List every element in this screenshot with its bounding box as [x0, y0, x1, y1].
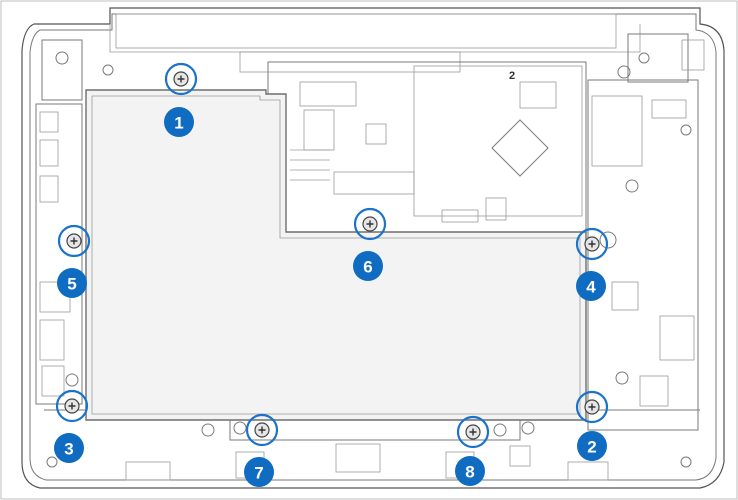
- right-side-structures: [587, 79, 699, 431]
- screw-highlight-ring-5: [57, 224, 91, 258]
- callout-label-7: 7: [254, 464, 263, 483]
- callout-badge-7: [244, 457, 274, 487]
- screw-highlight-ring-6: [353, 207, 387, 241]
- screw-callout-4: 4: [575, 227, 609, 301]
- board-mark-2: 2: [509, 70, 515, 82]
- screw-head-cross-icon: [469, 428, 477, 436]
- callout-label-4: 4: [586, 278, 596, 297]
- screw-head-cross-icon: [588, 240, 596, 248]
- screw-callout-2: 2: [575, 390, 609, 461]
- screw-highlight-ring-8: [456, 415, 490, 449]
- callout-label-6: 6: [363, 258, 372, 277]
- screw-head-cross-icon: [258, 426, 266, 434]
- left-side-structures: [35, 103, 83, 405]
- callout-badge-6: [353, 251, 383, 281]
- callout-label-8: 8: [465, 463, 474, 482]
- callout-badge-3: [54, 433, 84, 463]
- motherboard: 2: [267, 61, 587, 233]
- screw-head-cross-icon: [68, 402, 76, 410]
- screw-callout-7: 7: [244, 413, 279, 487]
- screw-highlight-ring-3: [55, 389, 89, 423]
- callout-badge-1: [164, 107, 194, 137]
- callout-label-2: 2: [587, 438, 596, 457]
- callout-badge-4: [576, 271, 606, 301]
- screw-callout-5: 5: [57, 224, 91, 298]
- screw-head-cross-icon: [588, 403, 596, 411]
- battery-plate: [85, 89, 587, 421]
- screw-callout-1: 1: [164, 62, 198, 137]
- callout-label-3: 3: [64, 440, 73, 459]
- screw-callout-3: 3: [54, 389, 89, 463]
- screw-highlight-ring-1: [164, 62, 198, 96]
- callout-badge-2: [577, 431, 607, 461]
- callout-badge-8: [455, 456, 485, 486]
- callout-label-1: 1: [174, 114, 183, 133]
- screw-head-cross-icon: [366, 220, 374, 228]
- screw-highlight-ring-2: [575, 390, 609, 424]
- screw-head-cross-icon: [177, 75, 185, 83]
- callout-label-5: 5: [67, 275, 76, 294]
- screw-callouts: 1 2 3 4 5 6 7 8: [54, 62, 609, 487]
- screw-callout-6: 6: [353, 207, 387, 281]
- screw-head-cross-icon: [70, 237, 78, 245]
- screw-highlight-ring-7: [245, 413, 279, 447]
- screw-highlight-ring-4: [575, 227, 609, 261]
- callout-badge-5: [57, 268, 87, 298]
- screw-callout-8: 8: [455, 415, 490, 486]
